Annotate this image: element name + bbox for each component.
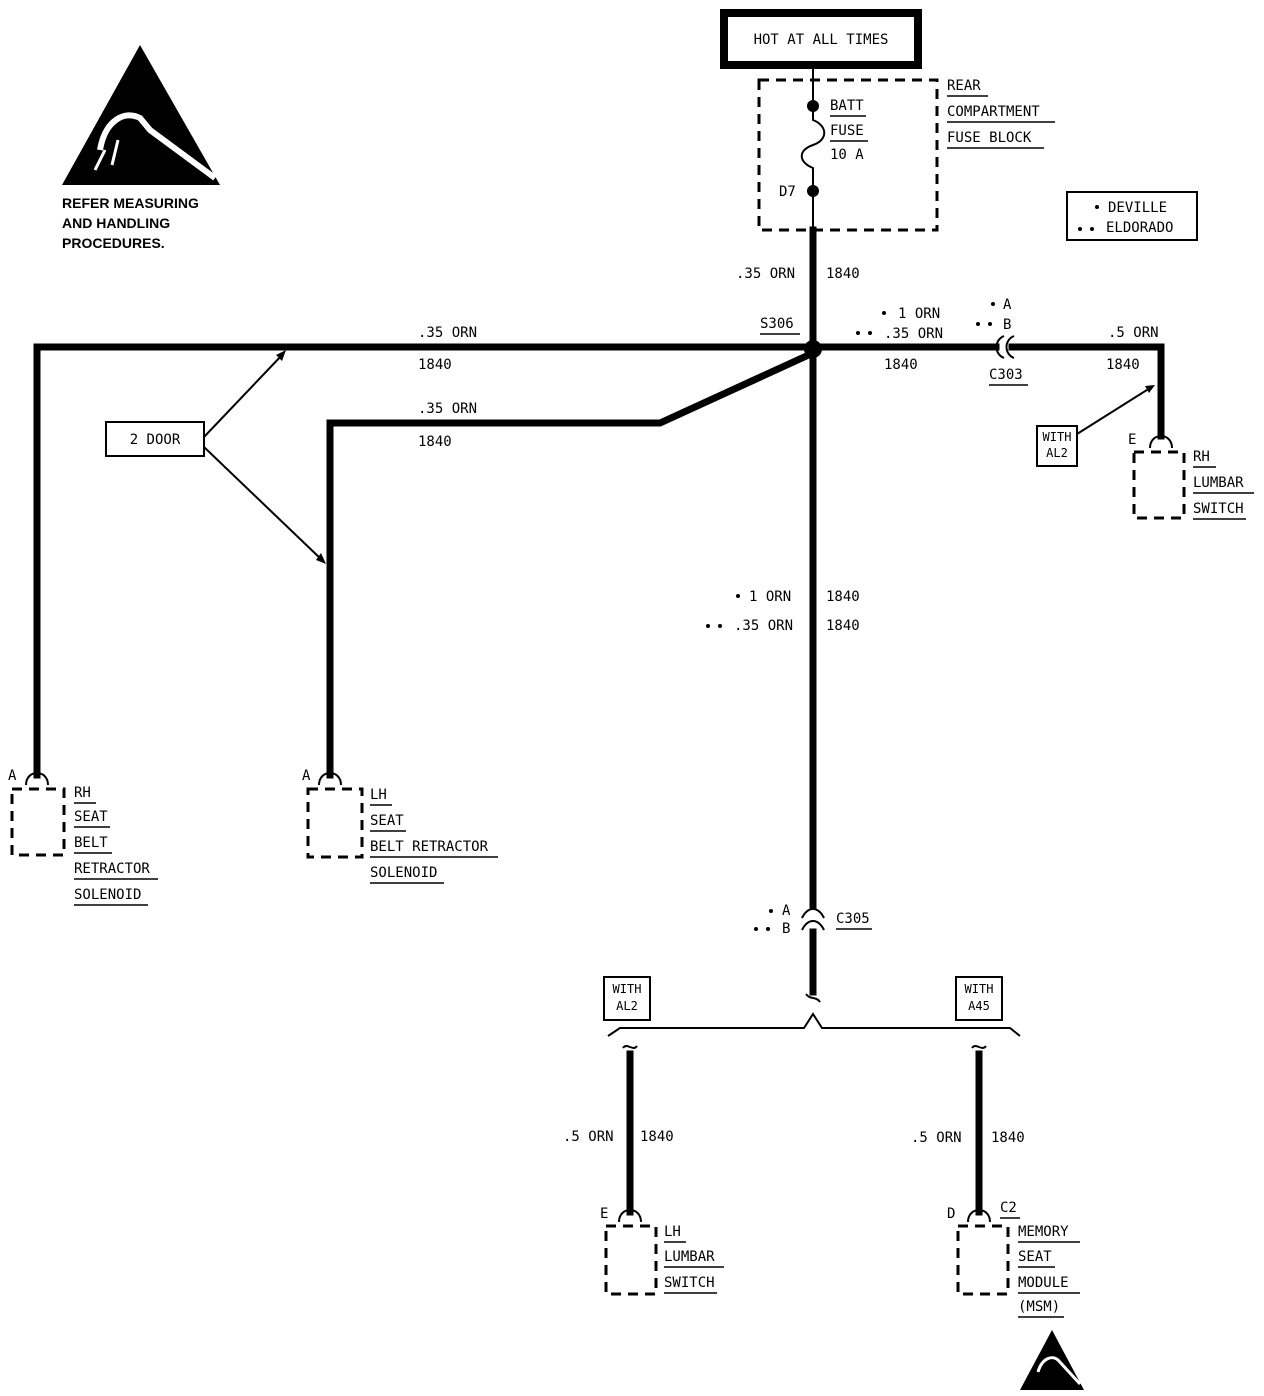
splice-label: S306 bbox=[760, 316, 794, 332]
lh-seat-line4: SOLENOID bbox=[370, 865, 437, 881]
esd-warning-small bbox=[1020, 1330, 1084, 1390]
fuse-block-name-line2: COMPARTMENT bbox=[947, 104, 1040, 120]
main-feed-circuit: 1840 bbox=[826, 266, 860, 282]
lh-seat-line1: LH bbox=[370, 787, 387, 803]
lh-seat-line3: BELT RETRACTOR bbox=[370, 839, 489, 855]
c305-pin-a: A bbox=[782, 903, 791, 919]
fuse-block-name-line3: FUSE BLOCK bbox=[947, 130, 1032, 146]
with-a45-line2: A45 bbox=[968, 999, 990, 1013]
msm-wire-gauge: .5 ORN bbox=[911, 1130, 962, 1146]
rh-lumbar-line1: RH bbox=[1193, 449, 1210, 465]
main-feed-gauge: .35 ORN bbox=[736, 266, 795, 282]
rh-seat-belt-solenoid: A RH SEAT BELT RETRACTOR SOLENOID bbox=[8, 768, 158, 906]
esd-warning: REFER MEASURING AND HANDLING PROCEDURES. bbox=[62, 45, 220, 251]
rh-seat-pin: A bbox=[8, 768, 17, 784]
msm-line2: SEAT bbox=[1018, 1249, 1052, 1265]
c305-pin-b: B bbox=[782, 921, 790, 937]
rh-lumbar-switch: E RH LUMBAR SWITCH bbox=[1128, 432, 1254, 520]
esd-text-line2: AND HANDLING bbox=[62, 215, 170, 231]
rh-seat-line3: BELT bbox=[74, 835, 108, 851]
c305-label: C305 bbox=[836, 911, 870, 927]
c303-label: C303 bbox=[989, 367, 1023, 383]
fuse-label-line2: FUSE bbox=[830, 123, 864, 139]
lh-lumbar-line3: SWITCH bbox=[664, 1275, 715, 1291]
lh-lumbar-switch: E LH LUMBAR SWITCH bbox=[600, 1206, 724, 1296]
with-a45-line1: WITH bbox=[965, 982, 994, 996]
msm-line3: MODULE bbox=[1018, 1275, 1069, 1291]
rh-lumbar-line3: SWITCH bbox=[1193, 501, 1244, 517]
down-wire-deville: 1 ORN bbox=[749, 589, 791, 605]
lh-lumbar-wire-circuit: 1840 bbox=[640, 1129, 674, 1145]
lh-seat-belt-solenoid: A LH SEAT BELT RETRACTOR SOLENOID bbox=[302, 768, 498, 884]
connector-c303: A B C303 bbox=[976, 297, 1028, 386]
lh-lumbar-pin: E bbox=[600, 1206, 608, 1222]
with-al2-right-option: WITH AL2 bbox=[1036, 385, 1155, 467]
with-al2-right-line1: WITH bbox=[1043, 430, 1072, 444]
c303-pin-b: B bbox=[1003, 317, 1011, 333]
esd-small-icon bbox=[1020, 1330, 1084, 1390]
down-wire-circuit-1: 1840 bbox=[826, 589, 860, 605]
legend-box: DEVILLE ELDORADO bbox=[1066, 191, 1198, 241]
legend-single-dot: DEVILLE bbox=[1108, 200, 1167, 216]
lh-seat-branch-gauge: .35 ORN bbox=[418, 401, 477, 417]
msm-line4: (MSM) bbox=[1018, 1299, 1060, 1315]
msm-wire-circuit: 1840 bbox=[991, 1130, 1025, 1146]
rh-seat-line5: SOLENOID bbox=[74, 887, 141, 903]
lh-lumbar-line2: LUMBAR bbox=[664, 1249, 715, 1265]
msm-connector: C2 bbox=[1000, 1200, 1017, 1216]
lh-seat-line2: SEAT bbox=[370, 813, 404, 829]
rh-lumbar-line2: LUMBAR bbox=[1193, 475, 1244, 491]
rh-seat-line1: RH bbox=[74, 785, 91, 801]
lh-lumbar-line1: LH bbox=[664, 1224, 681, 1240]
lh-seat-branch-circuit: 1840 bbox=[418, 434, 452, 450]
two-door-option: 2 DOOR bbox=[105, 350, 326, 564]
esd-text-line1: REFER MEASURING bbox=[62, 195, 199, 211]
msm-line1: MEMORY bbox=[1018, 1224, 1069, 1240]
down-wire-eldorado: .35 ORN bbox=[734, 618, 793, 634]
with-al2-left-line2: AL2 bbox=[616, 999, 638, 1013]
rh-lumbar-wire-gauge: .5 ORN bbox=[1108, 325, 1159, 341]
with-al2-right-line2: AL2 bbox=[1046, 446, 1068, 460]
msm-pin: D bbox=[947, 1206, 955, 1222]
memory-seat-module: D C2 MEMORY SEAT MODULE (MSM) bbox=[947, 1200, 1080, 1318]
esd-text-line3: PROCEDURES. bbox=[62, 235, 165, 251]
power-source-label: HOT AT ALL TIMES bbox=[754, 32, 889, 48]
fuse-terminal: D7 bbox=[779, 184, 796, 200]
c303-pin-a: A bbox=[1003, 297, 1012, 313]
connector-c305: A B C305 bbox=[754, 903, 872, 937]
fuse-block: BATT FUSE 10 A D7 REAR COMPARTMENT FUSE … bbox=[757, 69, 1055, 232]
with-al2-left-line1: WITH bbox=[613, 982, 642, 996]
legend-double-dot: ELDORADO bbox=[1106, 220, 1173, 236]
c303-wire-deville: 1 ORN bbox=[898, 306, 940, 322]
power-source-box: HOT AT ALL TIMES bbox=[720, 9, 922, 69]
rh-seat-branch-gauge: .35 ORN bbox=[418, 325, 477, 341]
rh-lumbar-pin: E bbox=[1128, 432, 1136, 448]
option-split: WITH AL2 WITH A45 bbox=[603, 976, 1021, 1037]
c303-wire-eldorado: .35 ORN bbox=[884, 326, 943, 342]
down-wire-circuit-2: 1840 bbox=[826, 618, 860, 634]
fuse-label-line1: BATT bbox=[830, 98, 864, 114]
rh-seat-line2: SEAT bbox=[74, 809, 108, 825]
two-door-label: 2 DOOR bbox=[130, 432, 181, 448]
rh-seat-line4: RETRACTOR bbox=[74, 861, 150, 877]
c303-wire-circuit: 1840 bbox=[884, 357, 918, 373]
fuse-rating: 10 A bbox=[830, 147, 864, 163]
lh-seat-pin: A bbox=[302, 768, 311, 784]
lh-lumbar-wire-gauge: .5 ORN bbox=[563, 1129, 614, 1145]
rh-lumbar-wire-circuit: 1840 bbox=[1106, 357, 1140, 373]
fuse-block-name-line1: REAR bbox=[947, 78, 981, 94]
rh-seat-branch-circuit: 1840 bbox=[418, 357, 452, 373]
